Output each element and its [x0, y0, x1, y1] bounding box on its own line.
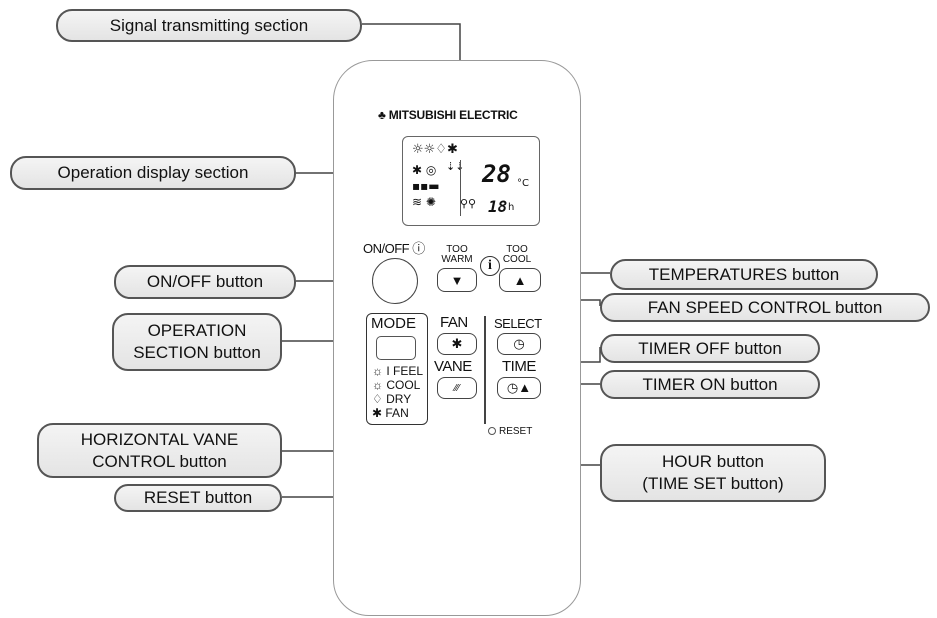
onoff-label: ON/OFF ⓘ: [363, 241, 425, 256]
mode-button[interactable]: [376, 336, 416, 360]
temperatures-button-callout: TEMPERATURES button: [610, 259, 878, 290]
mode-panel: [366, 313, 428, 425]
fan-button[interactable]: ✱: [437, 333, 477, 355]
too-cool-top: TOO: [506, 244, 528, 255]
too-cool-bottom: COOL: [502, 254, 532, 265]
mode-item-fan-label: FAN: [385, 406, 409, 420]
fan-speed-control-callout: FAN SPEED CONTROL button: [600, 293, 930, 322]
brand-name: MITSUBISHI ELECTRIC: [388, 108, 518, 122]
too-warm-label: TOO WARM: [440, 245, 474, 265]
lcd-divider: [460, 160, 461, 216]
lcd-temperature: 28: [482, 160, 511, 188]
select-button[interactable]: ◷: [497, 333, 541, 355]
fan-icon: ✱: [451, 336, 463, 351]
onoff-button[interactable]: [372, 258, 418, 304]
info-icon: i: [480, 256, 500, 276]
operation-display: [402, 136, 540, 226]
clock-icon: ◷: [513, 336, 525, 351]
select-label: SELECT: [494, 316, 542, 331]
brand-logo: ♣ MITSUBISHI ELECTRIC: [378, 108, 518, 122]
button-divider: [484, 316, 486, 424]
up-arrow-icon: ▲: [513, 272, 527, 288]
mode-item-ifeel-label: I FEEL: [386, 364, 424, 378]
dry-icon: ♢: [372, 392, 387, 406]
operation-display-callout: Operation display section: [10, 156, 296, 190]
hour-button-callout: HOUR button (TIME SET button): [600, 444, 826, 502]
mode-item-dry-label: DRY: [386, 392, 412, 406]
timer-on-callout: TIMER ON button: [600, 370, 820, 399]
reset-button-callout: RESET button: [114, 484, 282, 512]
mode-item-ifeel: ☼ I FEEL: [372, 365, 423, 378]
operation-section-callout: OPERATION SECTION button: [112, 313, 282, 371]
cool-icon: ☼: [372, 378, 387, 392]
mode-item-cool: ☼ COOL: [372, 379, 420, 392]
fan-label: FAN: [440, 314, 468, 331]
lcd-hours: 18: [488, 197, 508, 216]
vane-label: VANE: [434, 358, 472, 375]
lcd-mode-icons: ☼☼♢✱: [412, 142, 458, 157]
lcd-vane-icon: ⇣⇣: [446, 160, 465, 173]
mode-label: MODE: [371, 315, 416, 332]
vane-icon: ⁄⁄⁄: [454, 382, 460, 394]
too-warm-bottom: WARM: [441, 254, 473, 265]
too-cool-label: TOO COOL: [500, 245, 534, 265]
onoff-button-callout: ON/OFF button: [114, 265, 296, 299]
reset-button[interactable]: [488, 427, 496, 435]
signal-connector: [362, 23, 461, 60]
mode-item-fan: ✱ FAN: [372, 407, 409, 420]
lcd-fan-speed-icons: ✱ ◎ ▪▪▬ ≋ ✺: [412, 163, 440, 209]
horizontal-vane-callout: HORIZONTAL VANE CONTROL button: [37, 423, 282, 478]
timer-off-callout: TIMER OFF button: [600, 334, 820, 363]
signal-transmitting-callout: Signal transmitting section: [56, 9, 362, 42]
mode-item-cool-label: COOL: [386, 378, 421, 392]
too-warm-top: TOO: [446, 244, 468, 255]
time-button[interactable]: ◷▲: [497, 377, 541, 399]
down-arrow-icon: ▼: [450, 272, 464, 288]
time-label: TIME: [502, 358, 536, 375]
mitsubishi-diamonds-icon: ♣: [378, 108, 386, 122]
lcd-hours-unit: h: [508, 202, 515, 213]
clock-up-icon: ◷▲: [506, 380, 532, 395]
ifeel-icon: ☼: [372, 364, 387, 378]
lcd-timer-icon: ⚲⚲: [460, 197, 477, 210]
fan-mode-icon: ✱: [372, 406, 386, 420]
mode-item-dry: ♢ DRY: [372, 393, 411, 406]
lcd-temperature-unit: °C: [517, 178, 529, 189]
reset-label: RESET: [499, 426, 533, 437]
temp-up-button[interactable]: ▲: [499, 268, 541, 292]
temp-down-button[interactable]: ▼: [437, 268, 477, 292]
vane-button[interactable]: ⁄⁄⁄: [437, 377, 477, 399]
